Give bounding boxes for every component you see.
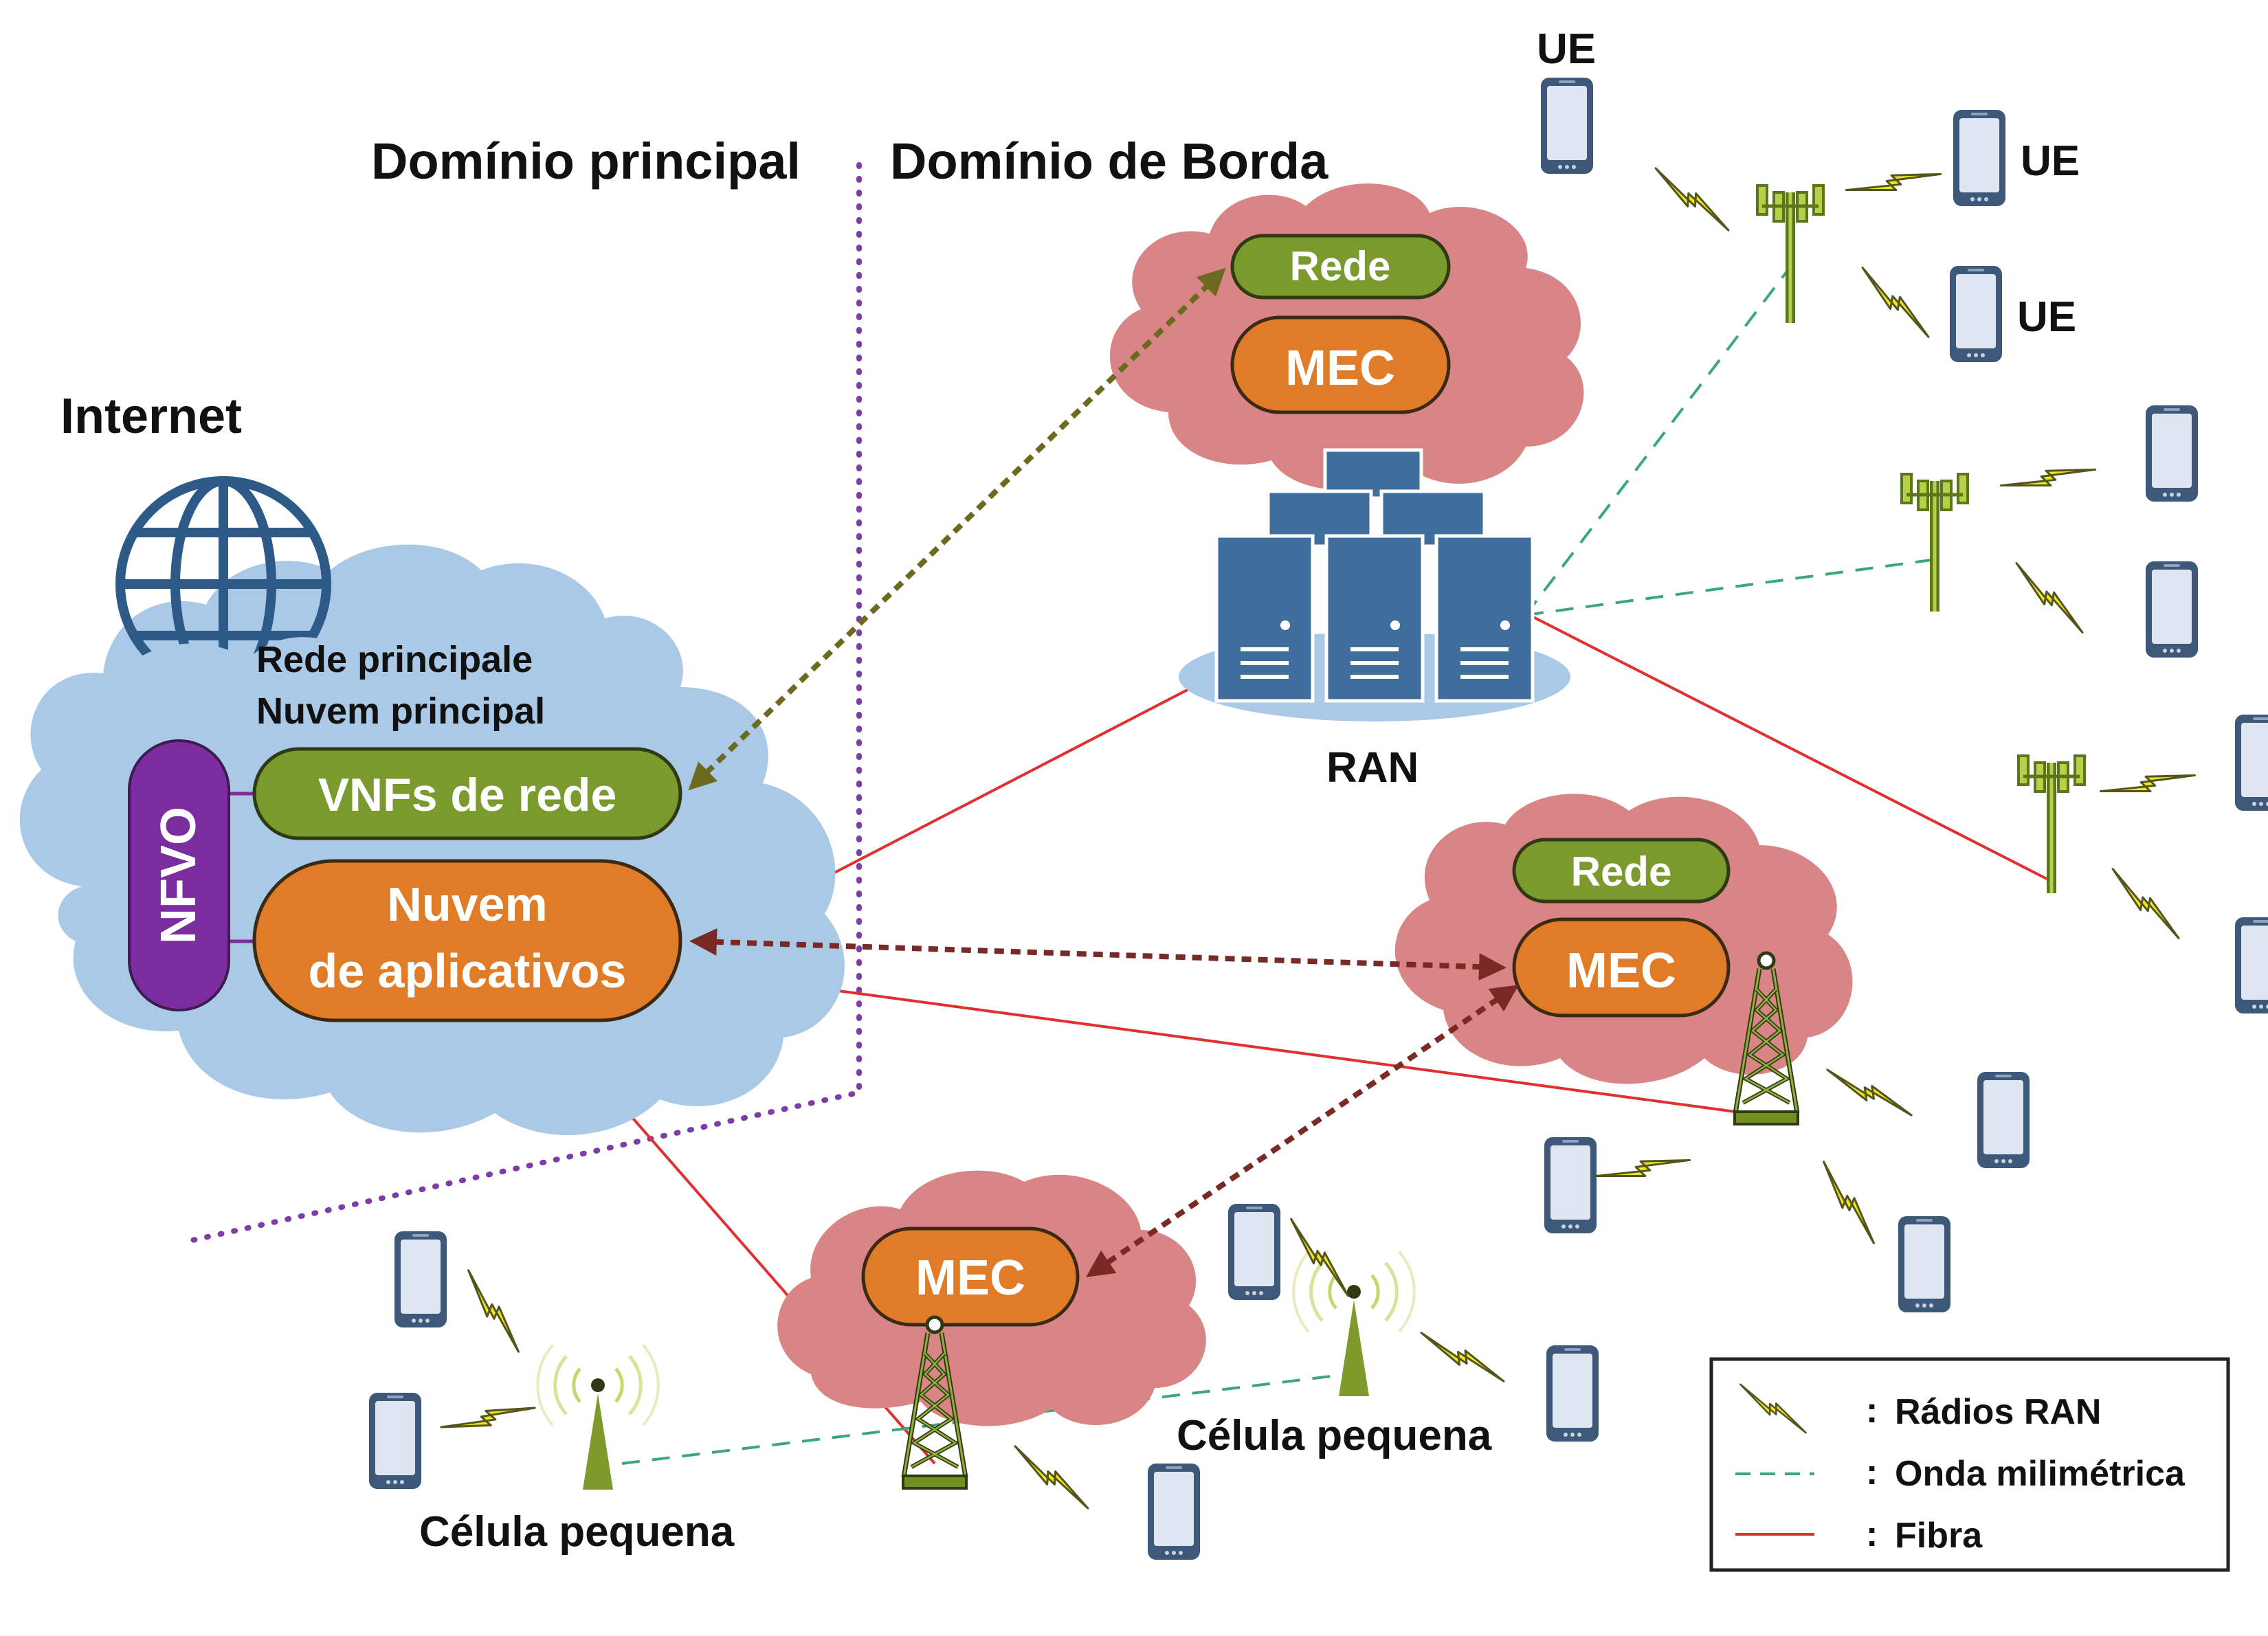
nfvo-label: NFVO [151,807,206,944]
legend-label-mmwave: Onda milimétrica [1895,1454,2186,1494]
legend-separator-3: : [1866,1514,1878,1554]
ue-label-3: UE [2017,293,2076,341]
main-domain-title: Domínio principal [371,133,801,190]
app-cloud-label-1: Nuvem [387,877,547,931]
edge-mid-rede-label: Rede [1571,849,1672,895]
antenna-mast-icon [1902,474,1968,612]
antenna-mast-icon [2019,756,2084,893]
vnf-pill: VNFs de rede [252,747,682,840]
legend-separator-1: : [1866,1391,1878,1431]
small-cell-icon [1293,1252,1414,1396]
edge-domain-title: Domínio de Borda [890,133,1328,190]
ran-server-cluster [1179,448,1570,721]
legend-label-radios: Rádios RAN [1895,1392,2101,1432]
edge-top-rede-label: Rede [1290,243,1391,289]
globe-icon [115,476,331,692]
edge-cloud-top: Rede MEC [1109,183,1584,490]
core-cloud-overlay [110,637,385,770]
ue-label-2: UE [2021,137,2080,185]
internet-label: Internet [60,389,242,444]
core-to-top-edge-arrow [688,267,1226,791]
antenna-mast-icon [1757,186,1823,323]
core-cloud-label: Nuvem principal [256,691,545,732]
small-cell-label-1: Célula pequena [419,1508,735,1556]
app-cloud-pill: Nuvem de aplicativos [252,859,682,1022]
edge-mid-mec-label: MEC [1566,943,1676,998]
core-network-label: Rede principale [256,639,533,680]
vnf-label: VNFs de rede [318,769,617,821]
edge-cloud-low: MEC [777,1170,1206,1426]
small-cell-icon [537,1345,658,1490]
app-cloud-label-2: de aplicativos [309,944,627,998]
ue-label-1: UE [1537,25,1596,73]
ran-label: RAN [1326,744,1419,792]
legend-separator-2: : [1866,1453,1878,1492]
core-to-mid-edge-arrow [689,928,1507,981]
edge-low-mec-label: MEC [915,1251,1025,1306]
legend: : Rádios RAN : Onda milimétrica : Fibra [1709,1357,2230,1572]
mid-to-low-edge-arrow [1086,985,1519,1277]
legend-label-fiber: Fibra [1895,1516,1983,1556]
small-cell-label-2: Célula pequena [1177,1412,1492,1459]
edge-top-mec-label: MEC [1285,341,1395,396]
nfvo-box: NFVO [128,739,258,1011]
